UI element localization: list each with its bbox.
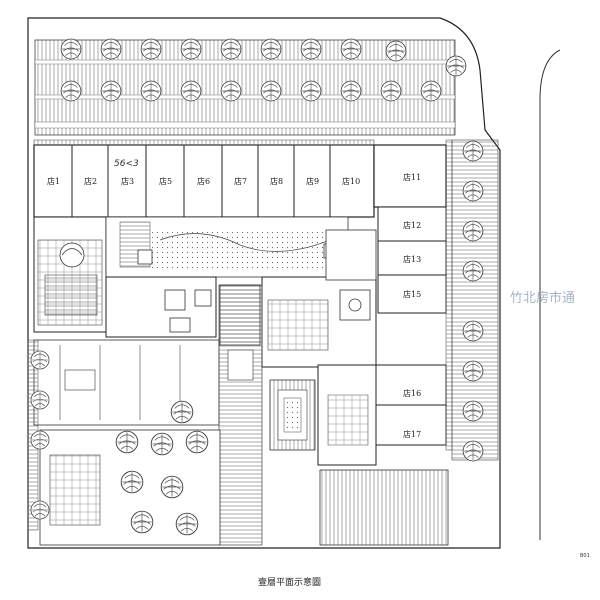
site-boundary (27, 17, 501, 549)
corner-note: B01 (580, 553, 590, 559)
shop-17-label: 店17 (403, 429, 421, 439)
shop-8-label: 店8 (270, 176, 283, 186)
central-garden-corridor (105, 216, 349, 278)
road-edge (539, 49, 561, 540)
shop-12-label: 店12 (403, 220, 421, 230)
right-shop-labels: 店11 店12 店13 店15 店16 店17 (403, 172, 421, 439)
shop-6-label: 店6 (197, 176, 210, 186)
lobby-core (261, 229, 377, 368)
watermark: 竹北房市通 (510, 290, 575, 306)
top-shop-row (33, 139, 375, 218)
shop-16-label: 店16 (403, 388, 421, 398)
central-walkway (218, 284, 263, 546)
shop-3-label: 店3 (121, 176, 134, 186)
shop-11-label: 店11 (403, 172, 421, 182)
shop-10-label: 店10 (342, 176, 360, 186)
right-shop-block (373, 139, 453, 451)
top-shop-labels: 店1 店2 店3 店5 店6 店7 店8 店9 店10 (47, 176, 360, 186)
shop-13-label: 店13 (403, 254, 421, 264)
bottom-left-garden (30, 350, 221, 546)
lower-right-hall (317, 364, 377, 466)
left-amenity-block (33, 216, 107, 333)
shop-2-label: 店2 (84, 176, 97, 186)
plan-caption: 壹層平面示意圖 (258, 576, 321, 588)
shop-9-label: 店9 (306, 176, 319, 186)
shop-5-label: 店5 (159, 176, 172, 186)
shop-15-label: 店15 (403, 289, 421, 299)
feature-pool (269, 379, 316, 451)
bottom-ramp (319, 469, 449, 546)
right-planting-strip (451, 139, 499, 462)
shop-1-label: 店1 (47, 176, 60, 186)
handwritten-note: 56<3 (114, 159, 139, 169)
shop-7-label: 店7 (234, 176, 247, 186)
